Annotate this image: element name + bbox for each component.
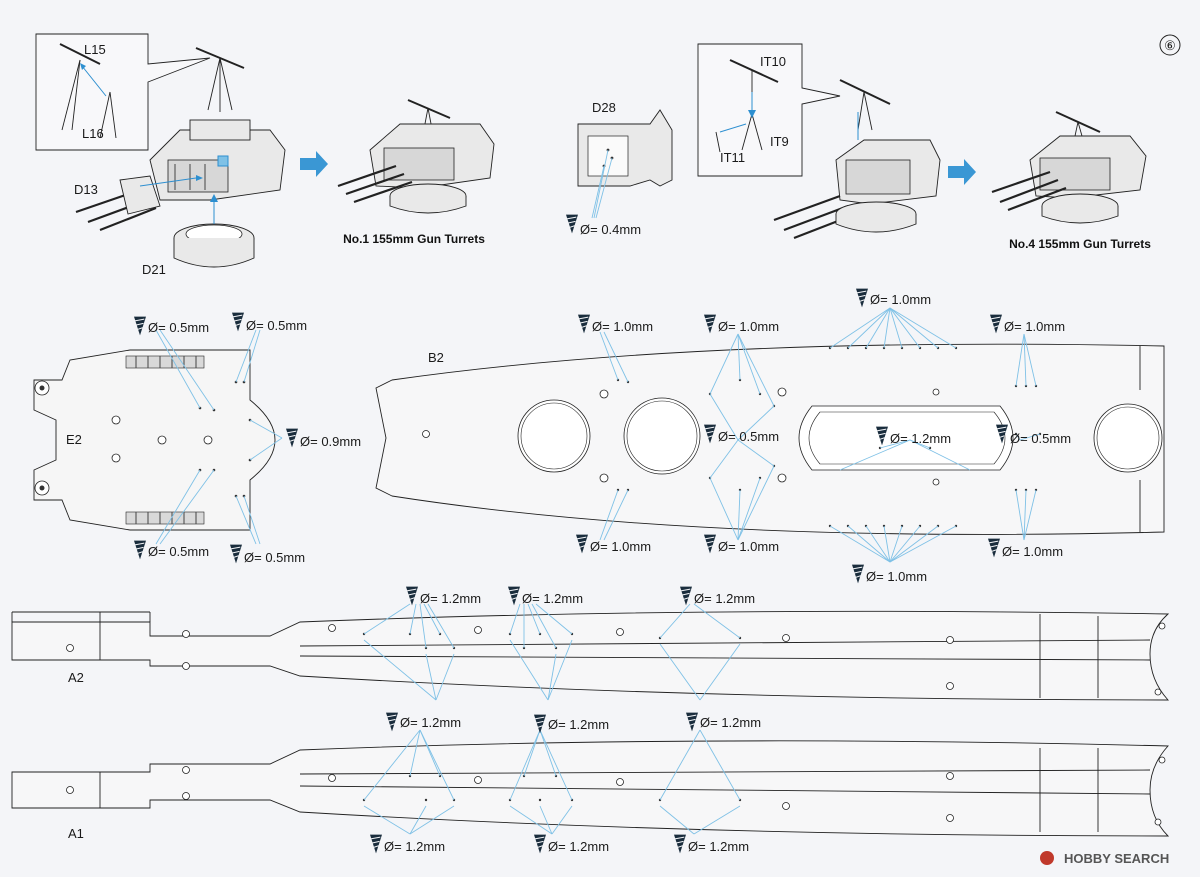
drill-b2-bot-2: Ø= 1.0mm xyxy=(718,539,779,554)
drill-icon xyxy=(230,544,242,564)
drill-icon xyxy=(674,834,686,854)
drill-icon xyxy=(856,288,868,308)
drill-b2-mid-3: Ø= 0.5mm xyxy=(1010,431,1071,446)
turret-no4-assembled xyxy=(991,111,1147,224)
drill-d28: Ø= 0.4mm xyxy=(580,222,641,237)
drill-icon xyxy=(286,428,298,448)
drill-a1-bot-1: Ø= 1.2mm xyxy=(384,839,445,854)
drill-icon xyxy=(370,834,382,854)
hobby-search-watermark: HOBBY SEARCH xyxy=(1040,851,1169,866)
drill-icon xyxy=(232,312,244,332)
drill-b2-bot-1: Ø= 1.0mm xyxy=(590,539,651,554)
drill-icon xyxy=(386,712,398,732)
drill-a2-top-2: Ø= 1.2mm xyxy=(522,591,583,606)
part-a1 xyxy=(11,729,1170,837)
label-it9: IT9 xyxy=(770,134,789,149)
drill-e2-1: Ø= 0.5mm xyxy=(148,320,209,335)
drill-b2-top-1: Ø= 1.0mm xyxy=(592,319,653,334)
drill-icon xyxy=(686,712,698,732)
label-d21: D21 xyxy=(142,262,166,277)
drill-icon xyxy=(576,534,588,554)
turret-no4-group: IT10 IT9 IT11 xyxy=(697,43,1151,251)
label-b2: B2 xyxy=(428,350,444,365)
mast-assembled xyxy=(195,47,245,112)
label-a2: A2 xyxy=(68,670,84,685)
drill-icon xyxy=(534,714,546,734)
drill-b2-top-4: Ø= 1.0mm xyxy=(1004,319,1065,334)
mast-l15 xyxy=(59,43,117,139)
turret-no1-exploded xyxy=(75,119,286,268)
drill-b2-mid-1: Ø= 0.5mm xyxy=(718,429,779,444)
part-e2 xyxy=(33,329,283,545)
turret-no1-group: L15 L16 xyxy=(35,33,495,277)
drill-icon xyxy=(134,540,146,560)
watermark-text: HOBBY SEARCH xyxy=(1064,851,1169,866)
drill-icon xyxy=(990,314,1002,334)
drill-icon xyxy=(578,314,590,334)
drill-b2-bot-3: Ø= 1.0mm xyxy=(866,569,927,584)
drill-icon xyxy=(134,316,146,336)
drill-e2-2: Ø= 0.5mm xyxy=(246,318,307,333)
label-a1: A1 xyxy=(68,826,84,841)
drill-e2-3: Ø= 0.9mm xyxy=(300,434,361,449)
label-d13: D13 xyxy=(74,182,98,197)
drill-e2-4: Ø= 0.5mm xyxy=(148,544,209,559)
drill-a2-top-3: Ø= 1.2mm xyxy=(694,591,755,606)
assembly-arrow-no1 xyxy=(300,151,328,177)
drill-a1-bot-2: Ø= 1.2mm xyxy=(548,839,609,854)
drill-a1-top-3: Ø= 1.2mm xyxy=(700,715,761,730)
turret-no4-exploded xyxy=(773,79,941,240)
assembly-arrow-no4 xyxy=(948,159,976,185)
drill-a1-bot-3: Ø= 1.2mm xyxy=(688,839,749,854)
detail-box-it10 xyxy=(697,43,841,177)
label-l16: L16 xyxy=(82,126,104,141)
drill-icon xyxy=(406,586,418,606)
drill-a1-top-2: Ø= 1.2mm xyxy=(548,717,609,732)
drill-icon xyxy=(534,834,546,854)
drill-icon xyxy=(988,538,1000,558)
drill-a1-top-1: Ø= 1.2mm xyxy=(400,715,461,730)
drill-icon xyxy=(852,564,864,584)
part-a2 xyxy=(11,603,1170,701)
drill-icon xyxy=(566,214,578,234)
part-d28: D28 xyxy=(577,100,673,219)
turret-no1-assembled xyxy=(337,99,495,214)
drill-icon xyxy=(680,586,692,606)
drill-icon xyxy=(704,534,716,554)
label-l15: L15 xyxy=(84,42,106,57)
drill-b2-bot-4: Ø= 1.0mm xyxy=(1002,544,1063,559)
step-number: ⑥ xyxy=(1164,38,1176,53)
caption-no4-turret: No.4 155mm Gun Turrets xyxy=(1009,237,1151,251)
drill-b2-top-3: Ø= 1.0mm xyxy=(870,292,931,307)
drill-icon xyxy=(508,586,520,606)
label-it10: IT10 xyxy=(760,54,786,69)
drill-a2-top-1: Ø= 1.2mm xyxy=(420,591,481,606)
drill-icon xyxy=(704,314,716,334)
drill-b2-mid-2: Ø= 1.2mm xyxy=(890,431,951,446)
part-b2 xyxy=(375,307,1165,563)
caption-no1-turret: No.1 155mm Gun Turrets xyxy=(343,232,485,246)
label-e2: E2 xyxy=(66,432,82,447)
label-d28: D28 xyxy=(592,100,616,115)
label-it11: IT11 xyxy=(720,150,745,165)
drill-b2-top-2: Ø= 1.0mm xyxy=(718,319,779,334)
drill-e2-5: Ø= 0.5mm xyxy=(244,550,305,565)
step-number-circle xyxy=(1159,34,1181,56)
